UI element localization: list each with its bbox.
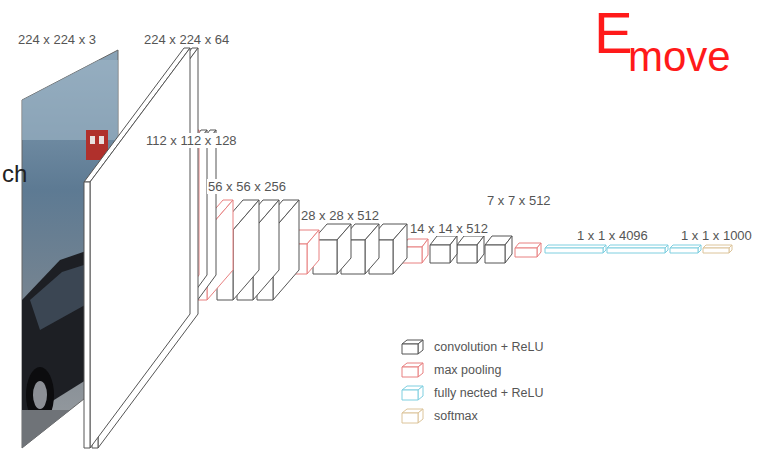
legend-sample <box>402 386 423 400</box>
conv-layer <box>457 236 484 263</box>
fc-layer <box>545 245 606 253</box>
box-front <box>703 248 729 253</box>
box-side <box>418 340 423 354</box>
dimension-label: 14 x 14 x 512 <box>409 221 489 236</box>
box-side <box>537 243 541 257</box>
conv-layer <box>485 236 512 263</box>
box-front <box>545 248 603 253</box>
legend-sample <box>402 363 423 377</box>
legend-text: max pooling <box>434 363 501 378</box>
dimension-label: 1 x 1 x 4096 <box>576 228 649 243</box>
box-front <box>402 344 418 354</box>
box-side <box>450 236 457 263</box>
box-side <box>505 236 512 263</box>
dimension-label: 224 x 224 x 3 <box>17 32 97 47</box>
box-side <box>418 386 423 400</box>
box-front <box>402 367 418 377</box>
box-side <box>422 239 428 263</box>
box-front <box>670 248 698 253</box>
box-front <box>402 413 418 423</box>
conv-layer <box>430 236 457 263</box>
box-front <box>515 248 537 257</box>
legend-sample <box>402 409 423 423</box>
box-front <box>402 390 418 400</box>
box-front <box>430 245 450 263</box>
box-side <box>418 409 423 423</box>
cut-off-text: ch <box>1 160 28 188</box>
dimension-label: 7 x 7 x 512 <box>486 193 552 208</box>
box-side <box>307 230 319 274</box>
title-subscript: move <box>628 36 731 78</box>
box-side <box>418 363 423 377</box>
fc-layer <box>607 245 668 253</box>
box-side <box>393 224 407 274</box>
box-side <box>477 236 484 263</box>
fc-layer <box>670 245 701 253</box>
box-side <box>337 224 351 274</box>
legend-text: convolution + ReLU <box>434 340 543 355</box>
softmax-layer <box>703 245 732 253</box>
box-front <box>84 182 90 448</box>
dimension-label: 1 x 1 x 1000 <box>680 228 753 243</box>
title-symbol: E <box>594 4 633 62</box>
box-side <box>90 48 190 448</box>
box-side <box>233 200 259 300</box>
legend-text: fully nected + ReLU <box>434 386 543 401</box>
dimension-label: 56 x 56 x 256 <box>207 179 287 194</box>
box-front <box>607 248 665 253</box>
box-side <box>365 224 379 274</box>
legend-sample <box>402 340 423 354</box>
dimension-label: 28 x 28 x 512 <box>300 208 380 223</box>
dimension-label: 112 x 112 x 128 <box>145 133 238 148</box>
box-front <box>457 245 477 263</box>
dimension-label: 224 x 224 x 64 <box>143 32 230 47</box>
box-front <box>485 245 505 263</box>
legend-text: softmax <box>434 409 478 424</box>
conv-layer <box>84 48 190 448</box>
pool-layer <box>515 243 541 257</box>
